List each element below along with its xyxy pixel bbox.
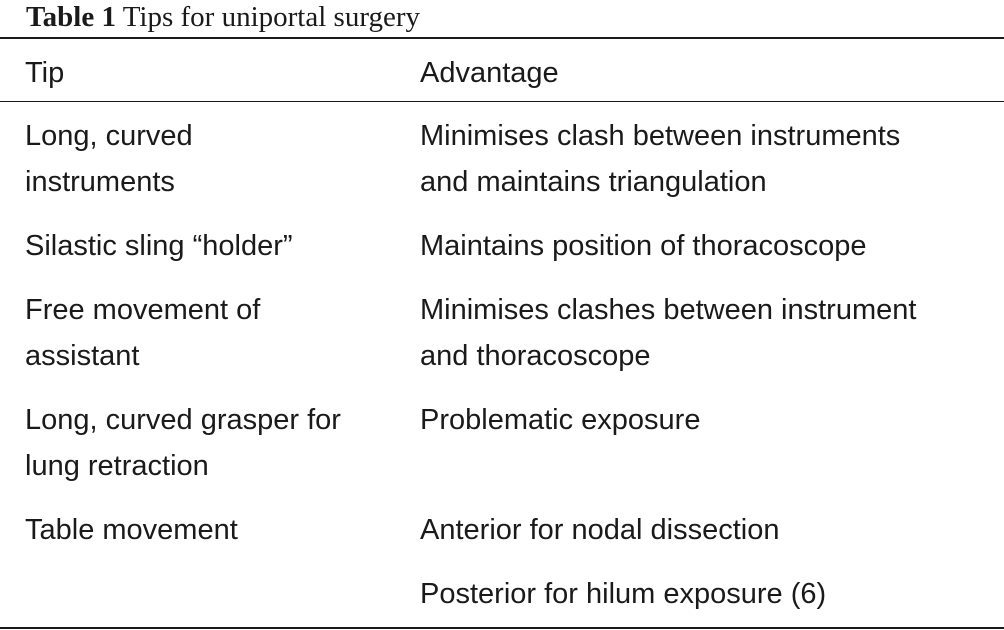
bottom-rule: [0, 627, 1004, 629]
row-4-tip-line-1: Long, curved grasper for: [25, 404, 341, 436]
row-1-tip-line-1: Long, curved: [25, 120, 193, 152]
header-tip: Tip: [25, 57, 65, 89]
row-4-tip-line-2: lung retraction: [25, 450, 209, 482]
row-5-tip: Table movement: [25, 514, 238, 546]
table-caption: Table 1 Tips for uniportal surgery: [26, 0, 420, 34]
row-1-tip-line-2: instruments: [25, 166, 175, 198]
table-title: Tips for uniportal surgery: [122, 1, 420, 33]
header-rule: [0, 101, 1004, 102]
row-5-advantage: Anterior for nodal dissection: [420, 514, 780, 546]
row-3-tip-line-1: Free movement of: [25, 294, 261, 326]
table-number: Table 1: [26, 1, 116, 33]
row-3-advantage-line-1: Minimises clashes between instrument: [420, 294, 917, 326]
row-2-advantage: Maintains position of thoracoscope: [420, 230, 867, 262]
row-4-advantage: Problematic exposure: [420, 404, 701, 436]
row-1-advantage-line-2: and maintains triangulation: [420, 166, 767, 198]
row-2-tip: Silastic sling “holder”: [25, 230, 293, 262]
row-1-advantage-line-1: Minimises clash between instruments: [420, 120, 901, 152]
row-3-advantage-line-2: and thoracoscope: [420, 340, 651, 372]
row-3-tip-line-2: assistant: [25, 340, 140, 372]
header-advantage: Advantage: [420, 57, 559, 89]
top-rule: [0, 37, 1004, 39]
row-6-advantage: Posterior for hilum exposure (6): [420, 578, 827, 610]
